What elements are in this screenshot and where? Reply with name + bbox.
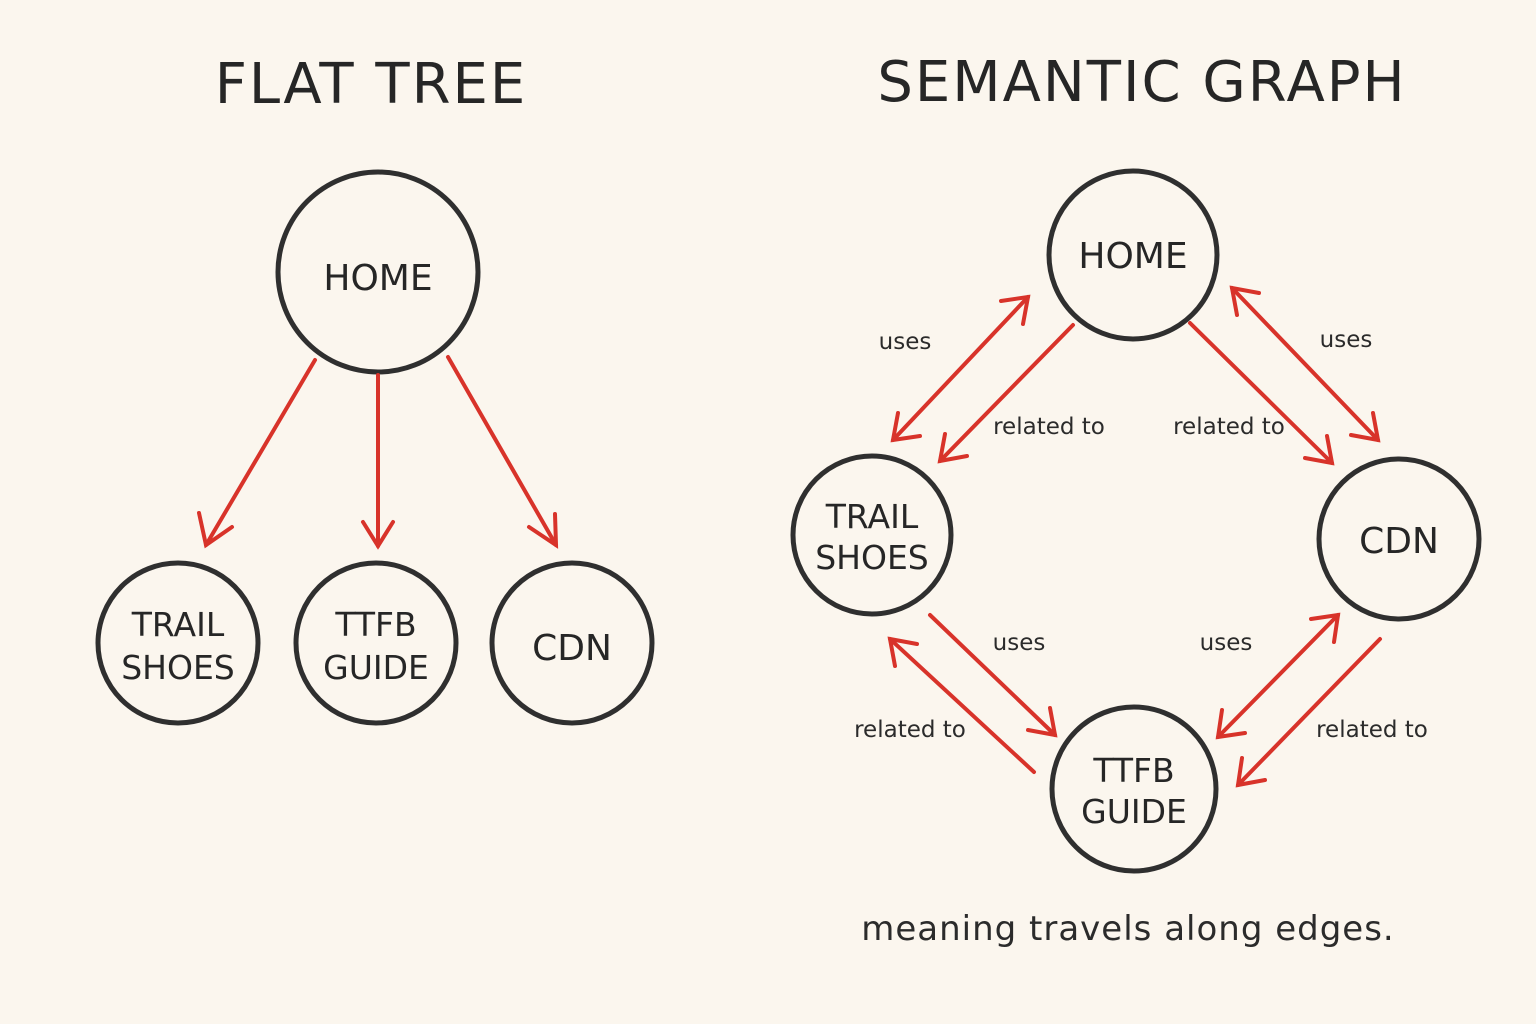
edge-line	[1216, 613, 1340, 739]
edge-line	[1230, 286, 1380, 442]
arrowhead	[1229, 285, 1261, 317]
node-circle	[275, 169, 481, 375]
edge-cdn-ttfb-uses	[1215, 612, 1341, 740]
node-circle	[293, 560, 459, 726]
node-label: CDN	[1359, 521, 1439, 562]
edge-home-cdn-uses	[1229, 285, 1381, 443]
edge-line	[204, 358, 317, 547]
edge-label-home-trail-related: related to	[993, 414, 1105, 440]
edge-line	[891, 295, 1030, 442]
arrowhead	[197, 511, 234, 549]
graph-node-trail-shoes: TRAIL SHOES	[790, 453, 954, 617]
arrowhead	[1303, 434, 1335, 466]
edge-home-trail-uses	[890, 294, 1031, 443]
node-circle	[790, 453, 954, 617]
flat-tree-node-cdn: CDN	[489, 560, 655, 726]
node-label-line-2: GUIDE	[323, 648, 429, 687]
graph-node-home: HOME	[1046, 168, 1220, 342]
flat-tree-title: FLAT TREE	[215, 52, 528, 117]
flat-tree-node-ttfb-guide: TTFB GUIDE	[293, 560, 459, 726]
node-circle	[95, 560, 261, 726]
arrowhead	[1235, 756, 1267, 788]
node-label: CDN	[532, 628, 612, 669]
caption: meaning travels along edges.	[861, 909, 1395, 949]
flat-tree-panel: FLAT TREE HOME TRAIL SHOES TTFB GUIDE CD…	[95, 52, 655, 726]
node-label: HOME	[323, 258, 432, 299]
node-circle	[1046, 168, 1220, 342]
arrowhead	[887, 636, 919, 668]
node-label-line-2: SHOES	[815, 538, 929, 577]
arrowhead	[1215, 708, 1247, 740]
edge-line	[1236, 637, 1382, 787]
edge-line	[938, 323, 1075, 463]
arrowhead	[890, 411, 922, 443]
node-label-line-2: GUIDE	[1081, 792, 1187, 831]
edge-label-cdn-ttfb-related: related to	[1316, 717, 1428, 743]
edge-label-home-trail-uses: uses	[879, 329, 932, 355]
node-label-line-1: TTFB	[334, 605, 416, 644]
edge-line	[928, 613, 1057, 737]
flat-tree-node-trail-shoes: TRAIL SHOES	[95, 560, 261, 726]
edge-trail-ttfb-related	[887, 636, 1036, 774]
arrowhead	[1349, 411, 1381, 443]
node-label: HOME	[1078, 236, 1187, 277]
edge-label-cdn-ttfb-uses: uses	[1200, 630, 1253, 656]
edge-home-trail-related	[937, 323, 1075, 464]
arrowhead	[527, 512, 559, 549]
arrowhead	[937, 432, 969, 464]
node-label-line-1: TTFB	[1092, 751, 1174, 790]
node-circle	[1316, 456, 1482, 622]
flat-tree-edge-home-trail	[197, 358, 317, 549]
arrowhead	[1026, 706, 1058, 738]
arrowhead	[999, 294, 1031, 326]
arrowhead	[1309, 612, 1341, 644]
edge-trail-ttfb-uses	[928, 613, 1058, 738]
edge-label-home-cdn-related: related to	[1173, 414, 1285, 440]
flat-tree-edge-home-cdn	[446, 355, 559, 549]
edge-label-trail-ttfb-related: related to	[854, 717, 966, 743]
edge-line	[1188, 321, 1334, 465]
node-label-line-2: SHOES	[121, 648, 235, 687]
arrowhead	[361, 520, 395, 550]
semantic-graph-panel: SEMANTIC GRAPH HOME TRAIL SHOES CDN TTFB…	[790, 50, 1482, 949]
flat-tree-node-home: HOME	[275, 169, 481, 375]
graph-node-ttfb-guide: TTFB GUIDE	[1049, 704, 1219, 874]
node-label-line-1: TRAIL	[131, 605, 225, 644]
edge-cdn-ttfb-related	[1235, 637, 1382, 788]
edge-home-cdn-related	[1188, 321, 1335, 466]
edge-label-trail-ttfb-uses: uses	[993, 630, 1046, 656]
semantic-graph-title: SEMANTIC GRAPH	[877, 50, 1406, 115]
edge-label-home-cdn-uses: uses	[1320, 327, 1373, 353]
node-label-line-1: TRAIL	[825, 497, 919, 536]
flat-tree-edge-home-ttfb	[361, 373, 395, 550]
edge-line	[888, 637, 1036, 774]
node-circle	[1049, 704, 1219, 874]
graph-node-cdn: CDN	[1316, 456, 1482, 622]
node-circle	[489, 560, 655, 726]
edge-line	[446, 355, 558, 547]
